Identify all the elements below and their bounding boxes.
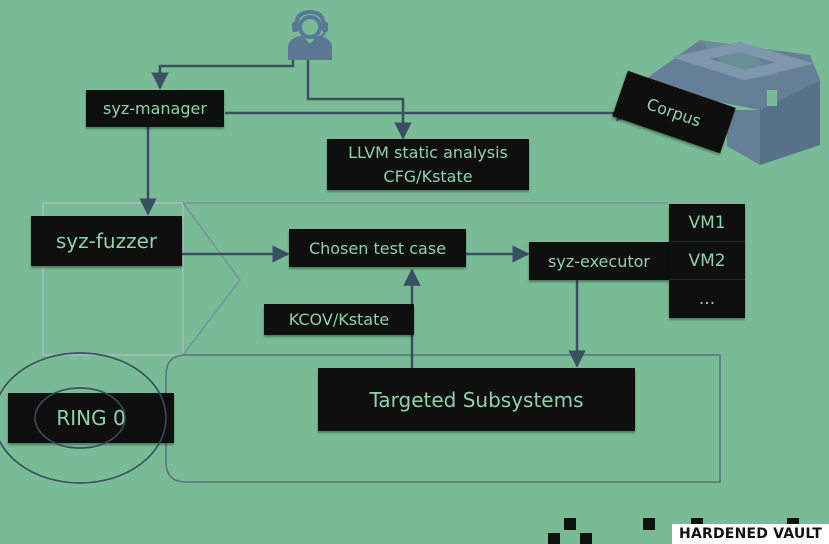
logo-text: HARDENED VAULT	[679, 526, 822, 542]
chosen-test-case-label: Chosen test case	[308, 238, 447, 258]
llvm-static-analysis-node: LLVM static analysis CFG/Kstate	[327, 139, 529, 190]
targeted-subsystems-label: Targeted Subsystems	[369, 387, 584, 412]
arrow-person-to-manager	[151, 57, 295, 90]
vm-item: VM1	[669, 204, 745, 242]
ring0-node: RING 0	[8, 393, 174, 443]
syz-fuzzer-node: syz-fuzzer	[31, 216, 182, 266]
vm-column: VM1 VM2 ...	[669, 204, 745, 318]
kcov-kstate-node: KCOV/Kstate	[264, 304, 414, 335]
syz-manager-node: syz-manager	[86, 90, 224, 127]
syz-executor-node: syz-executor	[529, 242, 669, 280]
kcov-kstate-label: KCOV/Kstate	[288, 310, 390, 329]
vm-item: VM2	[669, 242, 745, 280]
person-with-headset-icon	[288, 9, 332, 60]
targeted-subsystems-node: Targeted Subsystems	[318, 368, 635, 431]
vm-item: ...	[698, 289, 716, 309]
arrow-person-to-llvm	[306, 60, 412, 140]
corpus-label: Corpus	[644, 93, 704, 131]
syz-manager-label: syz-manager	[103, 99, 207, 118]
chosen-test-case-node: Chosen test case	[289, 229, 466, 267]
llvm-label-line2: CFG/Kstate	[383, 166, 473, 186]
syz-fuzzer-label: syz-fuzzer	[55, 229, 158, 253]
syz-executor-label: syz-executor	[548, 251, 650, 271]
llvm-label-line1: LLVM static analysis	[348, 142, 508, 162]
ring0-label: RING 0	[56, 406, 126, 430]
decorative-pixel-blocks	[548, 518, 799, 544]
pipeline-chevron	[182, 202, 668, 356]
hardened-vault-logo: HARDENED VAULT	[672, 524, 829, 544]
